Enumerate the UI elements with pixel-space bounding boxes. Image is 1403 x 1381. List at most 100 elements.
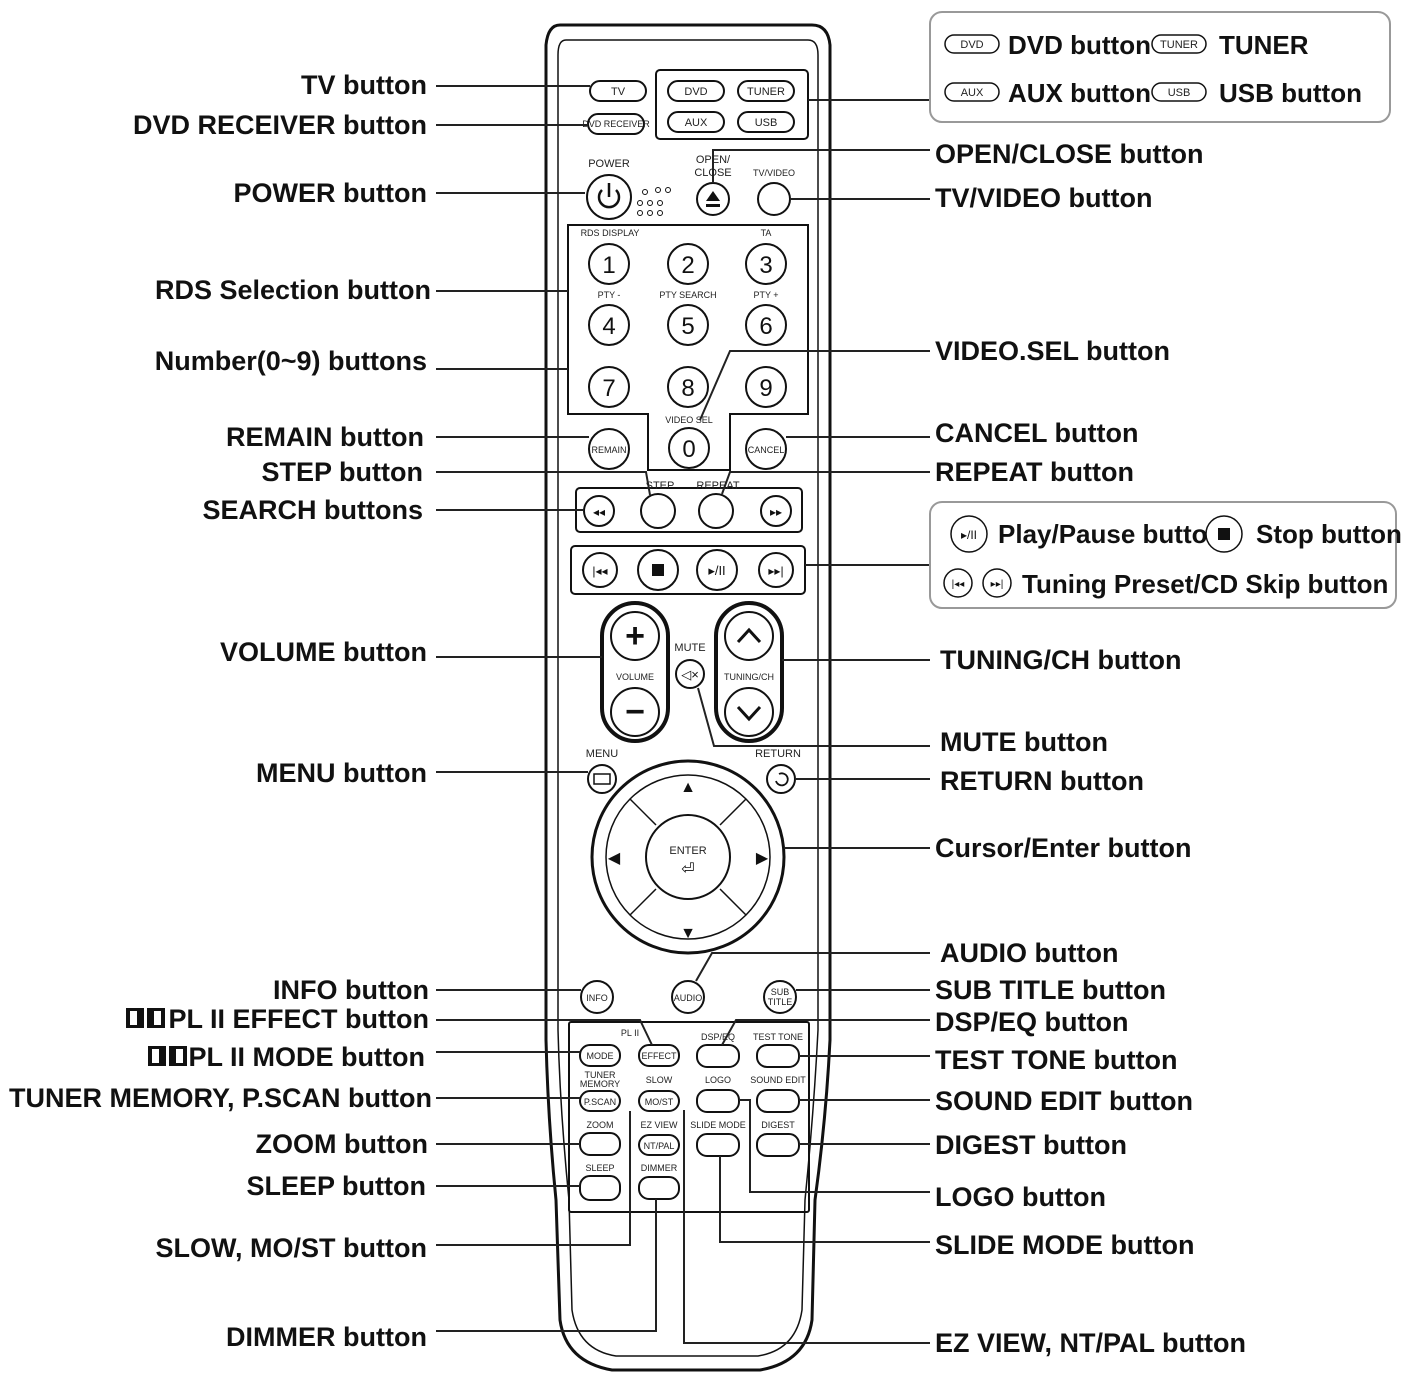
enter-key[interactable]: [645, 814, 731, 900]
slide-mode-caption: SLIDE MODE: [690, 1120, 746, 1130]
play-pause-key[interactable]: [696, 549, 738, 591]
mode-key[interactable]: [579, 1044, 621, 1067]
aux-key[interactable]: [667, 111, 725, 133]
info-key[interactable]: [580, 980, 614, 1014]
return-caption: RETURN: [755, 748, 801, 760]
tv-video-key[interactable]: [757, 182, 791, 216]
audio-key[interactable]: [671, 980, 705, 1014]
logo-key[interactable]: [696, 1089, 740, 1113]
subtitle-key[interactable]: [763, 980, 797, 1014]
effect-key[interactable]: [638, 1044, 680, 1067]
num-8-label: 8: [681, 375, 694, 402]
volume-up-key[interactable]: [610, 611, 660, 661]
slow-caption: SLOW: [646, 1075, 673, 1085]
legend-usb-text: USB button: [1219, 78, 1362, 108]
callout-repeat: REPEAT button: [935, 457, 1134, 487]
num-2-label: 2: [681, 252, 694, 279]
callout-number: Number(0~9) buttons: [155, 346, 427, 376]
num-7-label: 7: [602, 375, 615, 402]
step-key[interactable]: [640, 493, 676, 529]
transport-panel: [570, 545, 806, 595]
mute-key[interactable]: [675, 659, 705, 689]
callout-dsp: DSP/EQ button: [935, 1007, 1128, 1037]
num-4-key[interactable]: [588, 304, 630, 346]
callout-tuning: TUNING/CH button: [940, 645, 1181, 675]
menu-key[interactable]: [587, 764, 617, 794]
legend-dvd-text: DVD button: [1008, 30, 1151, 60]
callout-zoom: ZOOM button: [256, 1129, 428, 1159]
cursor-pad-inner: [605, 774, 771, 940]
enter-icon: ⏎: [681, 861, 694, 878]
led-dots: [637, 187, 671, 216]
leader-lines: [436, 85, 930, 1344]
num-8-key[interactable]: [667, 366, 709, 408]
slide-mode-key[interactable]: [696, 1133, 740, 1157]
tuning-down-key[interactable]: [724, 687, 774, 737]
volume-down-key[interactable]: [610, 687, 660, 737]
sleep-key[interactable]: [579, 1175, 621, 1201]
num-0-key[interactable]: [668, 427, 710, 469]
dvd-key[interactable]: [667, 80, 725, 102]
tuner-memory-caption-1: TUNER: [585, 1070, 616, 1080]
num-1-key[interactable]: [588, 243, 630, 285]
test-tone-caption: TEST TONE: [753, 1032, 803, 1042]
callout-sleep: SLEEP button: [247, 1171, 427, 1201]
legend-aux-chip: [944, 82, 1000, 102]
dsp-eq-key[interactable]: [696, 1044, 740, 1068]
video-sel-caption: VIDEO SEL: [665, 415, 713, 425]
menu-caption: MENU: [586, 748, 618, 760]
repeat-key[interactable]: [698, 493, 734, 529]
return-icon: [775, 772, 789, 787]
tv-key[interactable]: [589, 80, 647, 102]
callout-remain: REMAIN button: [226, 422, 424, 452]
num-6-key[interactable]: [745, 304, 787, 346]
repeat-caption: REPEAT: [696, 480, 739, 492]
cancel-key[interactable]: [745, 428, 787, 470]
plus-icon: +: [625, 617, 645, 655]
sound-edit-key[interactable]: [756, 1089, 800, 1113]
num-3-key[interactable]: [745, 243, 787, 285]
callout-dvd-receiver: DVD RECEIVER button: [133, 110, 427, 140]
dimmer-caption: DIMMER: [641, 1163, 678, 1173]
test-tone-key[interactable]: [756, 1044, 800, 1068]
nt-pal-key[interactable]: [638, 1134, 680, 1156]
digest-key[interactable]: [756, 1133, 800, 1157]
p-scan-key[interactable]: [579, 1090, 621, 1112]
num-5-key[interactable]: [667, 304, 709, 346]
usb-key[interactable]: [737, 111, 795, 133]
down-arrow-icon[interactable]: ▼: [680, 925, 696, 942]
search-fwd-key[interactable]: [760, 495, 792, 527]
mo-st-key[interactable]: [638, 1090, 680, 1112]
num-9-key[interactable]: [745, 366, 787, 408]
dimmer-key[interactable]: [638, 1176, 680, 1200]
tuning-up-key[interactable]: [724, 611, 774, 661]
skip-fwd-key[interactable]: [758, 552, 794, 588]
number-panel: [567, 224, 809, 471]
num-2-key[interactable]: [667, 243, 709, 285]
source-legend-box: [929, 11, 1391, 123]
up-arrow-icon[interactable]: ▲: [680, 779, 696, 796]
skip-back-key[interactable]: [582, 552, 618, 588]
rewind-icon: ◂◂: [593, 505, 605, 519]
tuner-key[interactable]: [737, 80, 795, 102]
legend-dvd-chip-label: DVD: [960, 39, 983, 51]
callout-step: STEP button: [262, 457, 424, 487]
zoom-key[interactable]: [579, 1132, 621, 1156]
eject-icon: [706, 191, 720, 207]
num-5-label: 5: [681, 313, 694, 340]
dvd-key-label: DVD: [684, 86, 707, 98]
callout-slow: SLOW, MO/ST button: [156, 1233, 427, 1263]
subtitle-key-label-1: SUB: [771, 987, 790, 997]
right-arrow-icon[interactable]: ▶: [756, 850, 769, 867]
ez-view-caption: EZ VIEW: [640, 1120, 678, 1130]
right-callouts: OPEN/CLOSE button TV/VIDEO button VIDEO.…: [935, 139, 1246, 1358]
num-0-label: 0: [682, 436, 695, 463]
remain-key[interactable]: [588, 428, 630, 470]
callout-return: RETURN button: [940, 766, 1144, 796]
return-key[interactable]: [766, 764, 796, 794]
num-7-key[interactable]: [588, 366, 630, 408]
left-arrow-icon[interactable]: ◀: [608, 850, 621, 867]
mute-caption: MUTE: [674, 642, 705, 654]
num-6-label: 6: [759, 313, 772, 340]
